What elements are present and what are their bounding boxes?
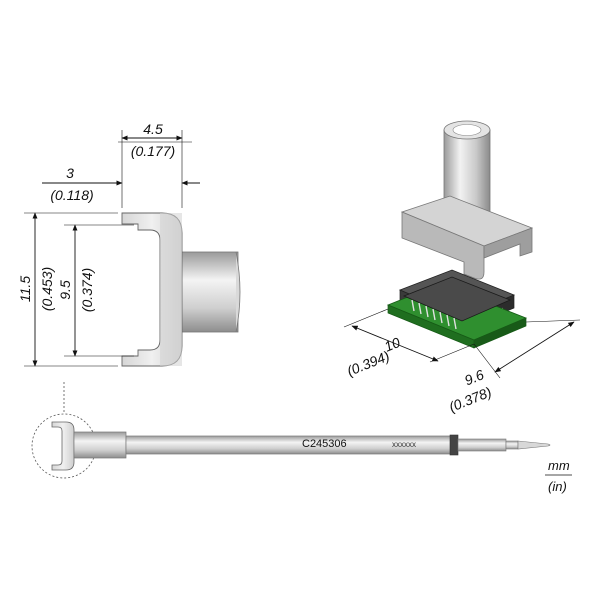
unit-in: (in) (548, 479, 567, 494)
small-tip-head (51, 421, 75, 471)
stem-end (235, 251, 241, 333)
tip-narrow-shaft (457, 438, 507, 452)
iso-chip-top-overlay (402, 276, 512, 322)
tip-marking: xxxxxx (392, 440, 416, 449)
dim-chip-width-in: (0.378) (447, 384, 494, 415)
full-tip-view: C245306 xxxxxx (31, 382, 551, 479)
dim-chip-depth-in: (0.394) (345, 348, 392, 379)
small-tip-collar (73, 431, 127, 459)
dim-chip-width-mm: 9.6 (462, 366, 486, 388)
tip-head-shade (160, 213, 182, 366)
iso-head-front (401, 211, 485, 280)
tip-point (517, 440, 551, 450)
dim-height-inner-in: (0.374) (79, 268, 95, 312)
dim-width-top-in: (0.177) (131, 143, 175, 159)
dim-chip-depth-mm: 10 (382, 334, 403, 355)
isometric-view: 10 (0.394) 9.6 (0.378) (343, 120, 581, 415)
iso-head-side (483, 227, 533, 259)
side-view: 4.5 (0.177) 3 (0.118) 11.5 (0.453) 9.5 (… (17, 121, 241, 367)
dim-width-left-mm: 3 (66, 165, 74, 181)
dim-height-outer-in: (0.453) (39, 267, 55, 311)
unit-mm: mm (548, 458, 570, 473)
units-legend: mm (in) (545, 458, 572, 494)
tip-ring (449, 434, 459, 456)
dim-width-left-in: (0.118) (50, 187, 93, 203)
iso-chip-pins-overlay (411, 299, 457, 330)
tip-part-number: C245306 (302, 438, 347, 450)
dim-height-inner-mm: 9.5 (57, 280, 73, 300)
dim-height-outer-mm: 11.5 (17, 276, 33, 302)
iso-shaft-bore (452, 124, 482, 136)
stem-cylinder (179, 251, 239, 333)
dim-width-top-mm: 4.5 (143, 121, 163, 137)
tip-step (505, 440, 519, 450)
